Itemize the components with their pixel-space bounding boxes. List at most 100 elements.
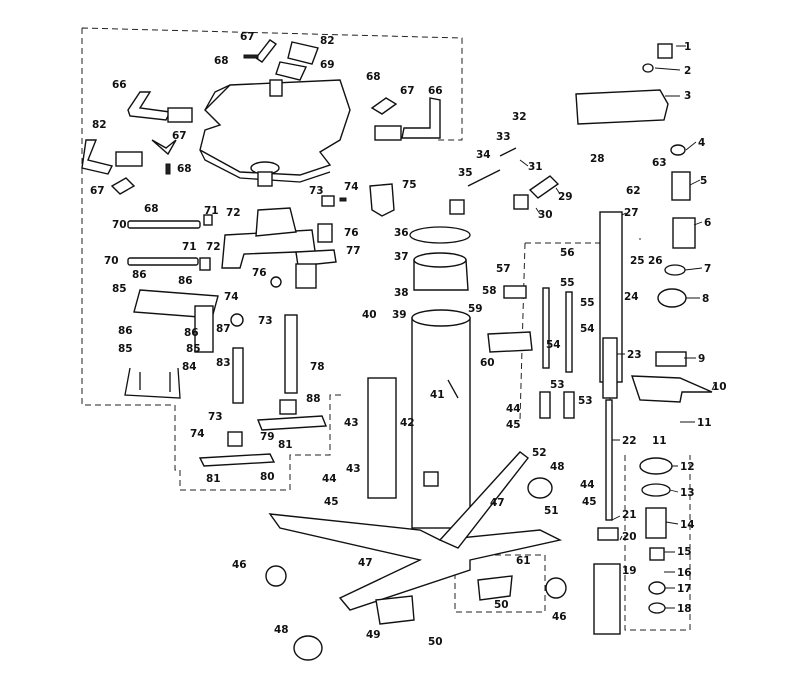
part-label-34: 34 [476, 149, 491, 161]
saddle-plate [199, 79, 351, 176]
part-label-55: 55 [580, 297, 595, 309]
upper-bracket-assembly [127, 183, 395, 289]
part-label-78: 78 [310, 361, 325, 373]
ring-18 [648, 602, 666, 614]
sleeve-53a [539, 391, 551, 419]
part-label-39: 39 [392, 309, 407, 321]
part-label-75: 75 [402, 179, 417, 191]
part-label-8: 8 [702, 293, 709, 305]
part-label-63: 63 [652, 157, 667, 169]
channel-42 [367, 377, 397, 499]
part-label-12: 12 [680, 461, 695, 473]
part-label-33: 33 [496, 131, 511, 143]
sleeve-53b [563, 391, 575, 419]
seal-20 [597, 527, 619, 541]
part-label-9: 9 [698, 353, 705, 365]
rod-54a [542, 287, 550, 369]
plug-35 [449, 199, 465, 215]
part-label-68-2: 68 [366, 71, 381, 83]
part-label-18: 18 [677, 603, 692, 615]
washer-17 [648, 581, 666, 595]
part-label-55-2: 55 [560, 277, 575, 289]
block-3 [575, 89, 669, 125]
plate-60 [487, 331, 533, 353]
part-label-67-4: 67 [90, 185, 105, 197]
part-label-72-2: 72 [206, 241, 221, 253]
ring-13 [641, 483, 671, 497]
part-label-60: 60 [480, 357, 495, 369]
part-label-4: 4 [698, 137, 705, 149]
part-label-73: 73 [309, 185, 324, 197]
washer-4 [670, 144, 686, 156]
part-label-41: 41 [430, 389, 445, 401]
part-label-67-2: 67 [400, 85, 415, 97]
part-label-32: 32 [512, 111, 527, 123]
part-label-68-4: 68 [144, 203, 159, 215]
saddle-plate-edge [199, 84, 331, 183]
part-label-27: 27 [624, 207, 639, 219]
part-label-50: 50 [494, 599, 509, 611]
part-label-7: 7 [704, 263, 711, 275]
part-label-71-2: 71 [182, 241, 197, 253]
rod-22 [605, 399, 613, 521]
pin-70-upper [127, 220, 201, 229]
clip-58 [503, 285, 527, 299]
part-label-44: 44 [506, 403, 521, 415]
part-label-68-3: 68 [177, 163, 192, 175]
caster-48-front [293, 635, 323, 661]
part-label-57: 57 [496, 263, 511, 275]
part-label-20: 20 [622, 531, 637, 543]
part-label-46-2: 46 [552, 611, 567, 623]
screw-78 [284, 314, 298, 394]
part-label-54: 54 [580, 323, 595, 335]
part-label-83: 83 [216, 357, 231, 369]
ring-7 [664, 264, 686, 276]
spring-33 [467, 147, 517, 187]
part-label-68: 68 [214, 55, 229, 67]
cap-88 [279, 399, 297, 415]
part-label-43: 43 [344, 417, 359, 429]
part-label-45-3: 45 [582, 496, 597, 508]
sleeve-6 [672, 217, 696, 249]
part-label-5: 5 [700, 175, 707, 187]
part-label-74-3: 74 [190, 428, 205, 440]
fitting-5 [671, 171, 691, 201]
handle-10 [631, 375, 713, 403]
part-label-85-3: 85 [186, 343, 201, 355]
cap-73 [321, 195, 335, 207]
body-19 [593, 563, 621, 635]
part-label-6: 6 [704, 217, 711, 229]
oring-2 [642, 63, 654, 73]
part-label-61: 61 [516, 555, 531, 567]
leader-lines [519, 45, 716, 609]
support-87 [194, 305, 214, 353]
socket-75 [369, 183, 395, 217]
base-arm-rear [438, 451, 529, 549]
bracket-49 [375, 595, 415, 625]
part-label-46: 46 [232, 559, 247, 571]
part-label-82: 82 [320, 35, 335, 47]
part-label-86: 86 [132, 269, 147, 281]
part-label-40: 40 [362, 309, 377, 321]
pin-70-lower [127, 257, 199, 266]
part-label-11-2: 11 [652, 435, 667, 447]
caster-46-left [265, 565, 287, 587]
part-label-56: 56 [560, 247, 575, 259]
part-label-21: 21 [622, 509, 637, 521]
part-label-17: 17 [677, 583, 692, 595]
screw-83 [232, 347, 244, 404]
part-label-13: 13 [680, 487, 695, 499]
part-label-79: 79 [260, 431, 275, 443]
ring-36 [409, 226, 471, 244]
part-label-36: 36 [394, 227, 409, 239]
part-label-84: 84 [182, 361, 197, 373]
part-label-47: 47 [358, 557, 373, 569]
bracket-61 [477, 575, 513, 601]
part-label-28: 28 [590, 153, 605, 165]
part-label-66-2: 66 [428, 85, 443, 97]
lower-bracket-assembly [124, 289, 328, 467]
caster-46-right [545, 577, 567, 599]
part-label-23: 23 [627, 349, 642, 361]
part-label-76-2: 76 [252, 267, 267, 279]
part-label-74-2: 74 [224, 291, 239, 303]
